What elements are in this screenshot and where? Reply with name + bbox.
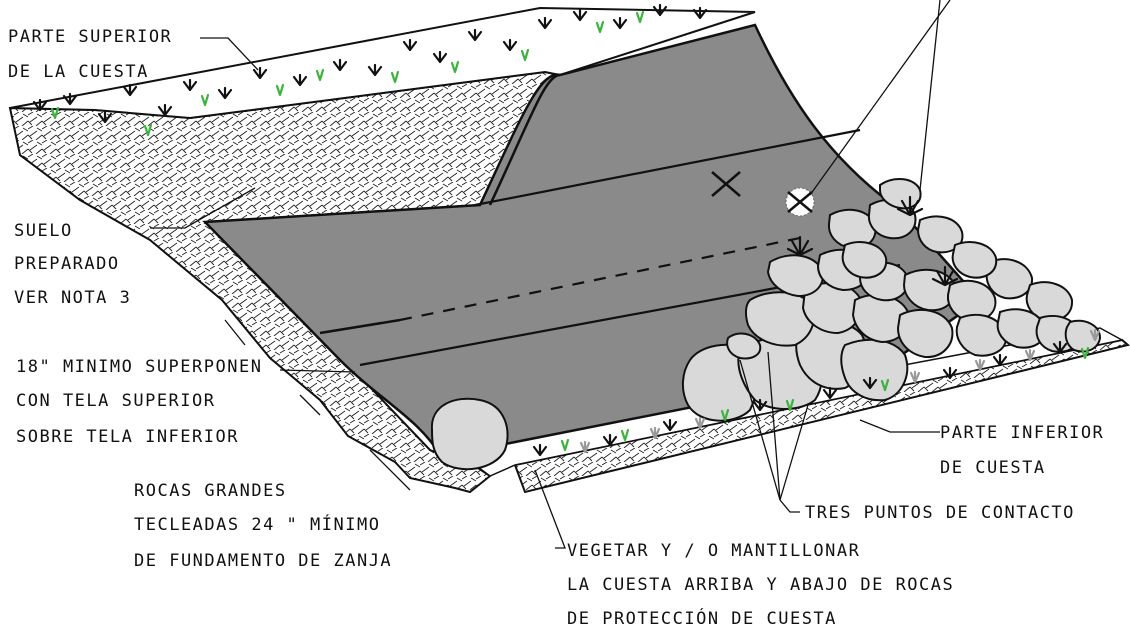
rock-riprap-pile <box>682 178 1102 422</box>
right-contact-mark <box>785 187 815 217</box>
label-key-rock-3: DE FUNDAMENTO DE ZANJA <box>134 551 392 571</box>
leader-rock-pile <box>919 0 941 191</box>
label-overlap-1: 18" MINIMO SUPERPONEN <box>16 357 262 377</box>
leader-vegetation <box>534 469 566 549</box>
label-top-of-slope-2: DE LA CUESTA <box>8 62 149 82</box>
leader-key-depth <box>369 449 411 491</box>
leader-top-of-slope <box>200 37 259 71</box>
fabric-overlap-dashed <box>399 236 801 322</box>
label-contact-points: TRES PUNTOS DE CONTACTO <box>805 503 1075 523</box>
label-vegetation-2: LA CUESTA ARRIBA Y ABAJO DE ROCAS <box>567 575 954 595</box>
label-group: PARTE SUPERIOR DE LA CUESTA SUELO PREPAR… <box>8 27 1104 629</box>
key-rock <box>430 397 509 471</box>
label-key-rock-2: TECLEADAS 24 " MÍNIMO <box>134 513 380 535</box>
fabric-overlap-line-2 <box>319 318 401 335</box>
leader-bottom-of-slope <box>859 419 940 433</box>
leader-contact-3 <box>779 404 809 501</box>
leader-contact-2 <box>767 351 781 501</box>
vegetation-tufts <box>32 3 1101 457</box>
leader-contact-base <box>779 499 800 513</box>
label-soil-1: SUELO <box>14 221 73 241</box>
leader-soil <box>150 187 256 229</box>
label-key-rock-1: ROCAS GRANDES <box>134 481 287 501</box>
label-soil-3: VER NOTA 3 <box>14 288 131 308</box>
label-bottom-of-slope-1: PARTE INFERIOR <box>940 423 1104 443</box>
label-vegetation-3: DE PROTECCIÓN DE CUESTA <box>567 607 837 629</box>
leader-right-contact <box>809 0 951 196</box>
leader-contact-1 <box>739 359 781 501</box>
top-of-slope-surface <box>9 6 756 120</box>
leader-lines <box>150 0 951 549</box>
leader-overlap-top <box>224 319 246 346</box>
fabric-overlap-line-1 <box>474 128 861 207</box>
label-top-of-slope-1: PARTE SUPERIOR <box>8 27 172 47</box>
leader-overlap-bottom <box>299 394 321 416</box>
leader-overlap-mid <box>279 369 356 373</box>
label-overlap-3: SOBRE TELA INFERIOR <box>16 427 239 447</box>
fabric-upper-flap-edge <box>488 73 561 206</box>
label-overlap-2: CON TELA SUPERIOR <box>16 391 216 411</box>
label-vegetation-1: VEGETAR Y / O MANTILLONAR <box>567 541 860 561</box>
wrong-contact-mark <box>711 171 741 197</box>
label-soil-2: PREPARADO <box>14 254 120 274</box>
label-bottom-of-slope-2: DE CUESTA <box>940 458 1046 478</box>
